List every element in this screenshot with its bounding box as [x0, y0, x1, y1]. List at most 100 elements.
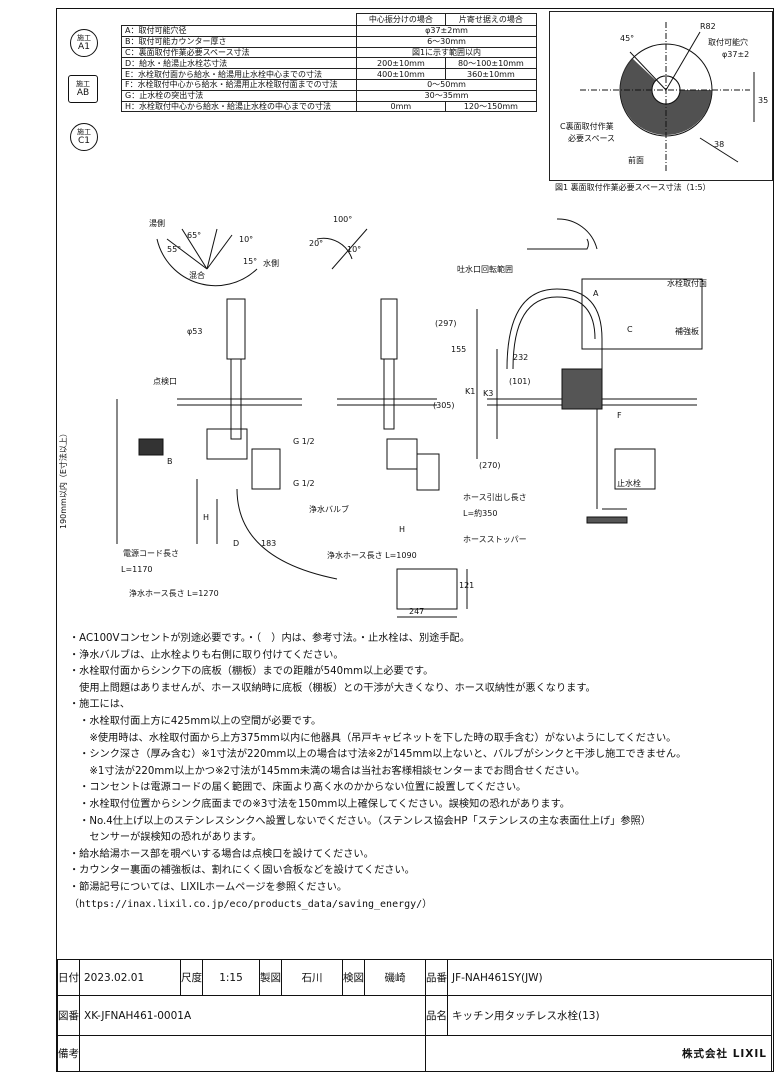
- label-d: D: [233, 539, 240, 548]
- note-line: ・カウンター裏面の補強板は、割れにくく固い合板などを設けてください。: [69, 865, 415, 877]
- label-k1: K1: [465, 387, 476, 396]
- label-305: (305): [433, 401, 455, 410]
- label-g12-a: G 1/2: [293, 437, 315, 446]
- tb-product: JF-NAH461SY(JW): [447, 959, 772, 996]
- note-line: ・水栓取付位置からシンク底面までの※3寸法を150mm以上確保してください。誤検…: [69, 798, 570, 810]
- label-h-side: H: [399, 525, 406, 534]
- label-deg-55: 55°: [167, 245, 182, 254]
- table-row: C：裏面取付作業必要スペース寸法図1に示す範囲以内: [121, 46, 537, 59]
- label-l1170: L=1170: [121, 565, 153, 574]
- label-270: (270): [479, 461, 501, 470]
- label-filter-valve: 浄水バルブ: [309, 505, 349, 514]
- tb-drawn: 石川: [281, 959, 343, 996]
- label-water-side: 水側: [263, 259, 279, 268]
- tb-scale: 1:15: [202, 959, 260, 996]
- label-deg-20: 20°: [309, 239, 324, 248]
- label-155: 155: [451, 345, 467, 354]
- notes-block: ・AC100Vコンセントが別途必要です。・（ ）内は、参考寸法。・止水栓は、別途…: [69, 631, 769, 913]
- label-spout-range: 吐水口回転範囲: [457, 265, 513, 274]
- tb-check-label: 検図: [342, 959, 365, 996]
- label-g12-b: G 1/2: [293, 479, 315, 488]
- tb-date: 2023.02.01: [79, 959, 181, 996]
- fig1-front: 前面: [628, 156, 644, 165]
- label-stop-valve: 止水栓: [617, 479, 641, 488]
- label-phi53: φ53: [187, 327, 203, 336]
- tb-company: 株式会社 LIXIL: [425, 1035, 772, 1072]
- fig1-space-label-1: C裏面取付作業: [560, 122, 614, 131]
- fig1-angle: 45°: [620, 34, 635, 43]
- figure-1-caption: 図1 裏面取付作業必要スペース寸法（1:5）: [555, 183, 711, 192]
- label-deg-15: 15°: [243, 257, 258, 266]
- tb-drawn-label: 製図: [259, 959, 282, 996]
- label-232: 232: [513, 353, 529, 362]
- note-line: ・浄水バルブは、止水栓よりも右側に取り付けてください。: [69, 649, 344, 661]
- fig1-dim-38: 38: [714, 140, 725, 149]
- fig1-dim-35: 35: [758, 96, 769, 105]
- note-line: ・No.4仕上げ以上のステンレスシンクへ設置しないでください。（ステンレス協会H…: [69, 815, 651, 827]
- note-line: ・コンセントは電源コードの届く範囲で、床面より高く水のかからない位置に設置してく…: [69, 782, 527, 794]
- fig1-hole-label: 取付可能穴: [708, 38, 748, 47]
- tb-check: 磯崎: [364, 959, 426, 996]
- label-247: 247: [409, 607, 425, 616]
- title-block: 日付 2023.02.01 尺度 1:15 製図 石川 検図 磯崎 品番 JF-…: [57, 959, 772, 1072]
- fig1-space-label-2: 必要スペース: [568, 134, 616, 143]
- note-line: ・水栓取付面からシンク下の底板（棚板）までの距離が540mm以上必要です。: [69, 666, 434, 678]
- label-e-limit: 190mm以内（E寸法以上）: [59, 429, 68, 529]
- label-121: 121: [459, 581, 475, 590]
- figure-1-frame: 45° R82 取付可能穴 φ37±2 C裏面取付作業 必要スペース 前面 35…: [549, 11, 773, 181]
- label-hose-stopper: ホースストッパー: [463, 535, 527, 544]
- label-h: H: [203, 513, 210, 522]
- tb-drawing-no-label: 図番: [57, 995, 80, 1036]
- tb-scale-label: 尺度: [180, 959, 203, 996]
- note-line: ・水栓取付面上方に425mm以上の空間が必要です。: [69, 715, 322, 727]
- tb-name: キッチン用タッチレス水栓(13): [447, 995, 772, 1036]
- tb-remarks: [79, 1035, 426, 1072]
- note-line: ・シンク深さ（厚み含む）※1寸法が220mm以上の場合は寸法※2が145mm以上…: [69, 749, 687, 761]
- faucet-drawing: [116, 218, 703, 618]
- label-inspection-port: 点検口: [153, 377, 177, 386]
- tb-remarks-label: 備考: [57, 1035, 80, 1072]
- label-hose-pull: ホース引出し長さ: [463, 493, 527, 502]
- label-l350: L=約350: [463, 509, 498, 518]
- note-line: ※使用時は、水栓取付面から上方375mm以内に他器具（吊戸キャビネットを下した時…: [69, 732, 677, 744]
- label-filter-hose-1090: 浄水ホース長さ L=1090: [327, 551, 417, 560]
- label-f: F: [617, 411, 622, 420]
- tb-product-label: 品番: [425, 959, 448, 996]
- note-line: ・給水給湯ホース部を覗べいする場合は点検口を設けてください。: [69, 848, 374, 860]
- label-k3: K3: [483, 389, 494, 398]
- label-deg-10: 10°: [239, 235, 254, 244]
- note-line: ※1寸法が220mm以上かつ※2寸法が145mm未満の場合は当社お客様相談センタ…: [69, 765, 586, 777]
- note-url: （https://inax.lixil.co.jp/eco/products_d…: [69, 898, 433, 910]
- label-101: (101): [509, 377, 531, 386]
- note-line: 使用上問題はありませんが、ホース収納時に底板（棚板）との干渉が大きくなり、ホース…: [69, 682, 596, 694]
- label-reinforcement: 補強板: [675, 327, 699, 336]
- spec-header-offset: 片寄せ据えの場合: [444, 13, 538, 26]
- fig1-radius: R82: [700, 22, 716, 31]
- label-mix: 混合: [189, 271, 205, 280]
- label-filter-hose-1270: 浄水ホース長さ L=1270: [129, 589, 219, 598]
- note-line: ・節湯記号については、LIXILホームページを参照ください。: [69, 881, 348, 893]
- note-line: ・AC100Vコンセントが別途必要です。・（ ）内は、参考寸法。・止水栓は、別途…: [69, 633, 470, 644]
- label-b: B: [167, 457, 173, 466]
- label-c: C: [627, 325, 633, 334]
- label-hot-side: 湯側: [149, 219, 165, 228]
- label-183: 183: [261, 539, 277, 548]
- spec-header-center: 中心振分けの場合: [356, 13, 446, 26]
- figure-1-diagram: [580, 22, 755, 172]
- label-297: (297): [435, 319, 457, 328]
- label-power-cord: 電源コード長さ: [123, 549, 179, 558]
- note-line: ・施工には、: [69, 699, 131, 711]
- label-a: A: [593, 289, 599, 298]
- label-mount-face: 水栓取付面: [667, 279, 707, 288]
